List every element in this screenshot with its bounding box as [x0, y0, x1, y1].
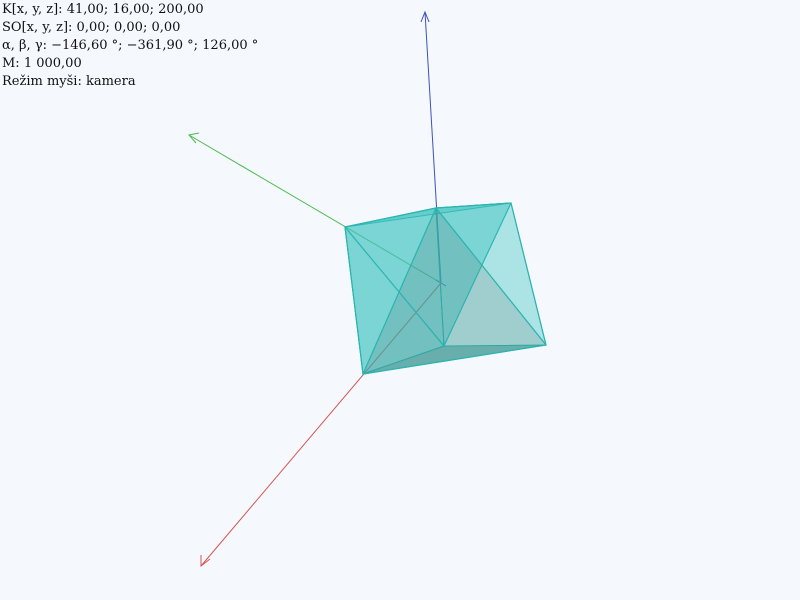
mouse-mode-readout: Režim myši: kamera — [2, 74, 136, 89]
octahedron-edge-left-to-inner — [344, 226, 445, 347]
hud-info-panel: K[x, y, z]: 41,00; 16,00; 200,00 SO[x, y… — [2, 1, 258, 91]
octahedron-edge-back-right-to-inner — [443, 202, 512, 347]
scale-readout: M: 1 000,00 — [2, 56, 82, 71]
coordinate-axes — [188, 10, 447, 568]
camera-position-readout: K[x, y, z]: 41,00; 16,00; 200,00 — [2, 2, 204, 17]
origin-marker — [435, 279, 447, 287]
octahedron-edge-top-to-bottom — [362, 207, 437, 375]
object-center-readout: SO[x, y, z]: 0,00; 0,00; 0,00 — [2, 20, 181, 35]
rotation-angles-readout: α, β, γ: −146,60 °; −361,90 °; 126,00 ° — [2, 38, 259, 53]
z-axis-arrowhead — [420, 10, 430, 23]
x-axis — [200, 282, 442, 567]
octahedron-edge-top-to-right — [435, 207, 547, 346]
x-axis-arrowhead — [200, 555, 211, 568]
octahedron[interactable] — [344, 202, 547, 376]
y-axis — [188, 134, 442, 284]
octahedron-outline — [344, 202, 547, 375]
y-axis-arrowhead — [188, 132, 200, 144]
z-axis — [424, 11, 442, 284]
